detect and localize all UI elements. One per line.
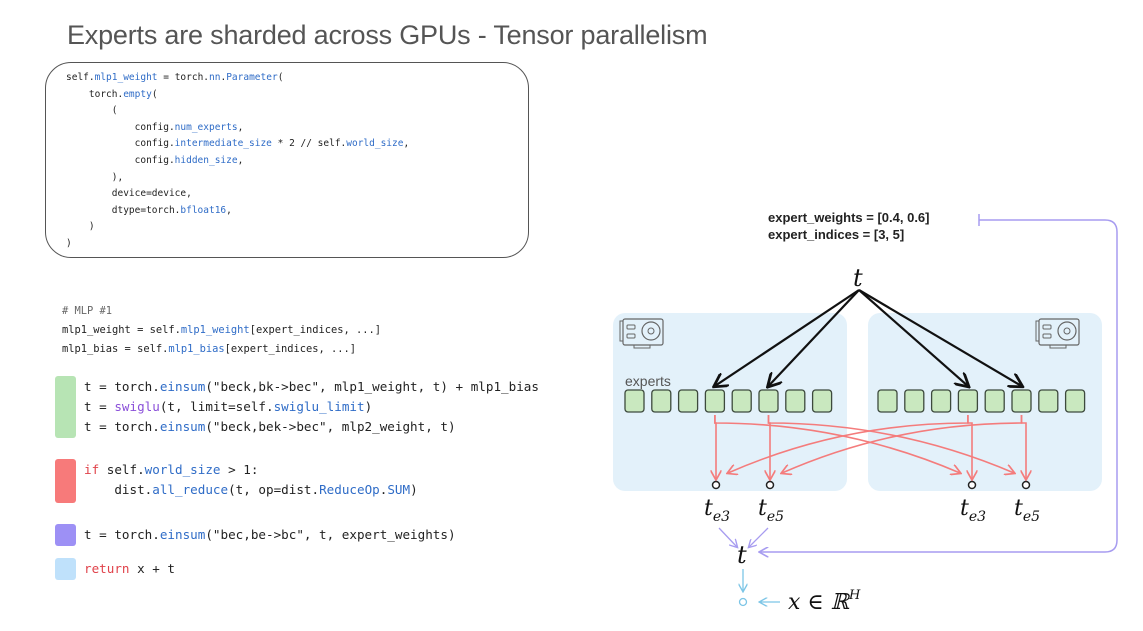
code-line: ): [66, 237, 72, 249]
expert-weights-label: expert_weights = [0.4, 0.6]: [768, 210, 929, 225]
output-node-gpu1-1: [1021, 480, 1031, 490]
expert-box-gpu1-2: [930, 389, 952, 413]
expert-compute-block-code: t = torch.einsum("beck,bk->bec", mlp1_we…: [84, 377, 539, 437]
expert-box-gpu0-1: [651, 389, 672, 413]
expert-box-gpu0-3: [704, 389, 726, 413]
parameter-code: self.mlp1_weight = torch.nn.Parameter( t…: [66, 70, 409, 253]
code-line: t = torch.einsum("beck,bek->bec", mlp2_w…: [84, 419, 456, 434]
residual-block-code: return x + t: [84, 559, 175, 579]
code-line: # MLP #1: [62, 305, 113, 317]
output-label-gpu1-0: te3: [960, 496, 986, 525]
code-line: dist.all_reduce(t, op=dist.ReduceOp.SUM): [84, 482, 418, 497]
expert-compute-block-marker: [55, 376, 76, 438]
output-label-gpu1-1: te5: [1014, 496, 1040, 525]
residual-input-text: x ∈ ℝ: [788, 590, 851, 615]
expert-box-gpu0-2: [677, 389, 699, 413]
dispatch-arrow-gpu0-e5: [769, 289, 860, 386]
experts-label: experts: [625, 373, 671, 389]
code-line: if self.world_size > 1:: [84, 462, 259, 477]
code-line: t = torch.einsum("bec,be->bc", t, expert…: [84, 527, 456, 542]
output-label-gpu0-1: te5: [758, 496, 784, 525]
code-line: t = torch.einsum("beck,bk->bec", mlp1_we…: [84, 379, 539, 394]
code-line: ),: [66, 171, 124, 183]
code-line: config.intermediate_size * 2 // self.wor…: [66, 138, 410, 150]
weighted-sum-block-code: t = torch.einsum("bec,be->bc", t, expert…: [84, 525, 456, 545]
expert-box-gpu0-6: [785, 389, 806, 413]
code-line: config.num_experts,: [66, 121, 244, 133]
gather-arrow-gpu0-e5-to-gpu1: [767, 415, 1015, 473]
all-reduce-block-marker: [55, 459, 76, 503]
code-line: t = swiglu(t, limit=self.swiglu_limit): [84, 399, 373, 414]
code-line: mlp1_weight = self.mlp1_weight[expert_in…: [62, 324, 382, 336]
routing-feedback-arrow: [760, 219, 1118, 552]
code-line: ): [66, 221, 95, 233]
input-token-label: t: [853, 264, 863, 292]
expert-box-gpu0-4: [731, 389, 752, 413]
gather-arrow-gpu1-e3-to-gpu1: [968, 415, 972, 479]
slide-title: Experts are sharded across GPUs - Tensor…: [67, 20, 708, 50]
expert-box-gpu0-5: [758, 389, 779, 413]
residual-add-node: [738, 597, 748, 607]
all-reduce-block-code: if self.world_size > 1: dist.all_reduce(…: [84, 460, 418, 500]
expert-box-gpu1-5: [1011, 389, 1032, 413]
expert-box-gpu1-6: [1038, 389, 1059, 413]
code-line: config.hidden_size,: [66, 154, 244, 166]
combine-arrow-e5: [749, 527, 769, 547]
output-node-gpu0-1: [765, 480, 775, 490]
code-line: self.mlp1_weight = torch.nn.Parameter(: [66, 72, 284, 83]
expert-box-gpu1-0: [877, 389, 898, 413]
gpu-icon: [1035, 318, 1080, 349]
residual-superscript: H: [848, 588, 861, 603]
weighted-sum-block-marker: [55, 524, 76, 546]
combined-output-label: t: [737, 541, 747, 569]
code-line: device=device,: [66, 188, 192, 200]
expert-box-gpu0-0: [624, 389, 645, 413]
dispatch-arrow-gpu1-e5: [858, 289, 1022, 386]
gather-arrow-gpu1-e3-to-gpu0: [728, 415, 969, 473]
gather-arrow-gpu1-e5-to-gpu0: [782, 415, 1023, 473]
expert-box-gpu1-7: [1064, 389, 1086, 413]
gather-arrow-gpu0-e3-to-gpu1: [714, 415, 960, 473]
gpu-panel-0: [613, 313, 847, 491]
code-line: mlp1_bias = self.mlp1_bias[expert_indice…: [62, 343, 357, 355]
output-node-gpu1-0: [967, 480, 977, 490]
gather-arrow-gpu1-e5-to-gpu1: [1022, 415, 1027, 479]
combine-arrow-e3: [718, 527, 737, 547]
dispatch-arrow-gpu0-e3: [715, 289, 860, 386]
code-line: dtype=torch.bfloat16,: [66, 204, 232, 216]
expert-box-gpu1-4: [984, 389, 1005, 413]
output-label-gpu0-0: te3: [704, 496, 730, 525]
residual-block-marker: [55, 558, 76, 580]
expert-indices-label: expert_indices = [3, 5]: [768, 227, 904, 242]
expert-box-gpu1-3: [957, 389, 979, 413]
mlp-header-code: # MLP #1 mlp1_weight = self.mlp1_weight[e…: [62, 302, 381, 359]
code-line: return x + t: [84, 561, 175, 576]
output-node-gpu0-0: [711, 480, 721, 490]
expert-box-gpu1-1: [904, 389, 925, 413]
code-line: torch.empty(: [66, 88, 158, 100]
parameter-code-box: self.mlp1_weight = torch.nn.Parameter( t…: [45, 62, 529, 258]
dispatch-arrow-gpu1-e3: [858, 289, 968, 386]
code-line: (: [66, 105, 118, 117]
expert-box-gpu0-7: [811, 389, 833, 413]
residual-input-label: x ∈ ℝH: [788, 588, 861, 615]
gpu-icon: [619, 318, 664, 349]
